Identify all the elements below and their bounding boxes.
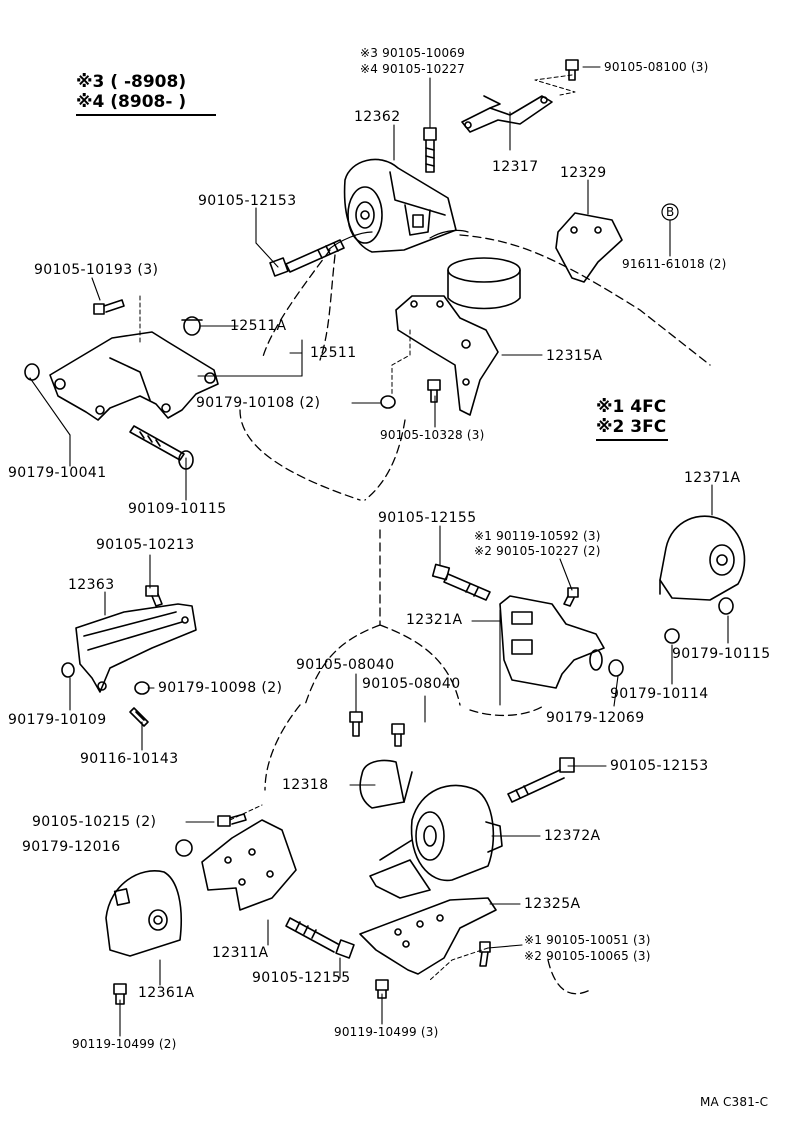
part-label: 90119-10499 (2): [72, 1037, 177, 1051]
part-label: 91611-61018 (2): [622, 257, 727, 271]
part-label: 90105-08040: [296, 657, 395, 673]
part-12363-bracket: [75, 603, 197, 693]
engine-outline-solid: [327, 229, 469, 251]
part-label: 90105-12155: [252, 970, 351, 986]
legend-range: (8908- ): [110, 91, 187, 112]
legend-engine-codes: ※1 4FC ※2 3FC: [596, 397, 668, 442]
part-label: ※2 90105-10065 (3): [524, 949, 651, 963]
part-12372a-mount: [369, 784, 503, 899]
legend-row: ※3 ( -8908): [76, 72, 216, 93]
part-label: 12511: [310, 345, 357, 361]
legend-code: 3FC: [630, 416, 667, 437]
legend-row: ※2 3FC: [596, 416, 668, 442]
legend-mark: ※2: [596, 416, 625, 437]
part-label: 90179-10114: [610, 686, 709, 702]
part-label: 90179-10109: [8, 712, 107, 728]
part-12329-bracket: [555, 212, 623, 283]
part-label: B: [666, 205, 675, 219]
part-label: 12329: [560, 165, 607, 181]
part-label: 90179-10108 (2): [196, 395, 321, 411]
part-label: 12371A: [684, 470, 741, 486]
part-label: 12372A: [544, 828, 601, 844]
part-label: 90119-10499 (3): [334, 1025, 439, 1039]
reference-marker-b: [661, 203, 679, 221]
part-label: 90179-10115: [672, 646, 771, 662]
legend-range: ( -8908): [110, 72, 187, 92]
legend-row: ※1 4FC: [596, 397, 668, 418]
part-label: 12315A: [546, 348, 603, 364]
part-12321a-bracket: [499, 595, 605, 689]
part-label: 90105-10215 (2): [32, 814, 157, 830]
part-label: ※3 90105-10069: [360, 46, 465, 60]
part-label: 90105-10328 (3): [380, 428, 485, 442]
part-cylinder-cap: [447, 257, 521, 310]
part-12317-bracket: [461, 95, 553, 133]
legend-mark: ※1: [596, 397, 625, 417]
part-label: ※1 90105-10051 (3): [524, 933, 651, 947]
leader-lines: [29, 66, 729, 1037]
legend-code: 4FC: [630, 397, 667, 417]
part-label: 90105-08040: [362, 676, 461, 692]
legend-mark: ※3: [76, 72, 105, 92]
part-label: 90179-12069: [546, 710, 645, 726]
diagram-code: MA C381-C: [700, 1095, 769, 1109]
part-label: 12511A: [230, 318, 287, 334]
legend-mark: ※4: [76, 91, 105, 112]
part-label: 90105-12153: [610, 758, 709, 774]
part-12325a-plate: [359, 897, 497, 975]
engine-outline: [239, 234, 711, 995]
part-label: 12318: [282, 777, 329, 793]
part-label: 12311A: [212, 945, 269, 961]
part-label: 12325A: [524, 896, 581, 912]
alignment-dashed-lines: [139, 74, 576, 981]
part-label: ※4 90105-10227: [360, 62, 465, 76]
part-label: 12362: [354, 109, 401, 125]
part-12311a-bracket: [201, 819, 297, 911]
bolts: [24, 59, 734, 1005]
part-12315a-bracket: [395, 295, 499, 416]
part-label: 90105-10213: [96, 537, 195, 553]
part-label: 90116-10143: [80, 751, 179, 767]
part-label: 12363: [68, 577, 115, 593]
part-label: 90105-12155: [378, 510, 477, 526]
part-label: 12361A: [138, 985, 195, 1001]
part-label: 12321A: [406, 612, 463, 628]
part-label: 90105-10193 (3): [34, 262, 159, 278]
part-12318-block: [359, 759, 413, 809]
part-label: 90179-12016: [22, 839, 121, 855]
part-label: ※1 90119-10592 (3): [474, 529, 601, 543]
part-label: 90105-12153: [198, 193, 297, 209]
part-label: 12317: [492, 159, 539, 175]
part-12361a-mount: [105, 870, 183, 957]
legend-row: ※4 (8908- ): [76, 91, 216, 117]
legend-year-ranges: ※3 ( -8908) ※4 (8908- ): [76, 72, 216, 117]
part-label: 90109-10115: [128, 501, 227, 517]
part-12511-bracket: [49, 331, 219, 421]
part-label: 90179-10041: [8, 465, 107, 481]
part-label: ※2 90105-10227 (2): [474, 544, 601, 558]
part-label: 90105-08100 (3): [604, 60, 709, 74]
part-label: 90179-10098 (2): [158, 680, 283, 696]
part-12371a-mount: [659, 515, 746, 601]
part-12511a-sleeve: [181, 316, 203, 336]
part-12362-upper-mount: [343, 158, 457, 253]
